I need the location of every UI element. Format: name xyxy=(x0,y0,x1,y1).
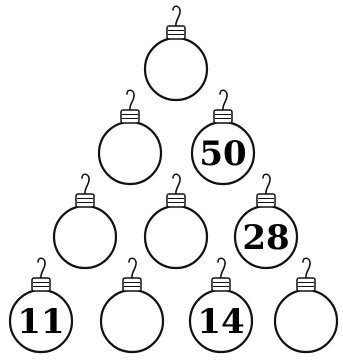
ornament-hook xyxy=(173,174,180,194)
ornament-r3-p2 xyxy=(145,174,207,268)
ornament-hook xyxy=(303,258,310,278)
ornament-cap xyxy=(167,194,185,207)
ornament-cap xyxy=(123,278,141,291)
ornament-ball xyxy=(54,206,116,268)
ornament-r4-p3: 14 xyxy=(190,258,252,352)
ornament-hook xyxy=(173,6,180,26)
ornament-ball xyxy=(145,206,207,268)
ornament-r4-p4 xyxy=(275,258,337,352)
ornament-hook xyxy=(220,90,227,110)
ornament-cap xyxy=(257,194,275,207)
ornament-number: 50 xyxy=(199,134,246,174)
ornament-r4-p1: 11 xyxy=(10,258,72,352)
ornament-r2-p1 xyxy=(99,90,161,184)
ornament-cap xyxy=(32,278,50,291)
ornament-hook xyxy=(38,258,45,278)
ornament-ball xyxy=(145,38,207,100)
ornament-r3-p3: 28 xyxy=(235,174,297,268)
ornament-r4-p2 xyxy=(101,258,163,352)
ornament-ball xyxy=(275,290,337,352)
ornament-hook xyxy=(218,258,225,278)
ornament-r1-p1 xyxy=(145,6,207,100)
ornament-number: 11 xyxy=(17,302,64,342)
ornament-number: 28 xyxy=(242,218,289,258)
ornament-cap xyxy=(297,278,315,291)
ornament-ball xyxy=(99,122,161,184)
ornament-r2-p2: 50 xyxy=(192,90,254,184)
ornament-hook xyxy=(82,174,89,194)
ornament-cap xyxy=(214,110,232,123)
ornament-cap xyxy=(76,194,94,207)
ornament-r3-p1 xyxy=(54,174,116,268)
ornament-cap xyxy=(167,26,185,39)
ornament-hook xyxy=(127,90,134,110)
ornament-ball xyxy=(101,290,163,352)
ornament-hook xyxy=(263,174,270,194)
ornament-cap xyxy=(212,278,230,291)
ornament-cap xyxy=(121,110,139,123)
ornament-number: 14 xyxy=(197,302,244,342)
ornament-hook xyxy=(129,258,136,278)
